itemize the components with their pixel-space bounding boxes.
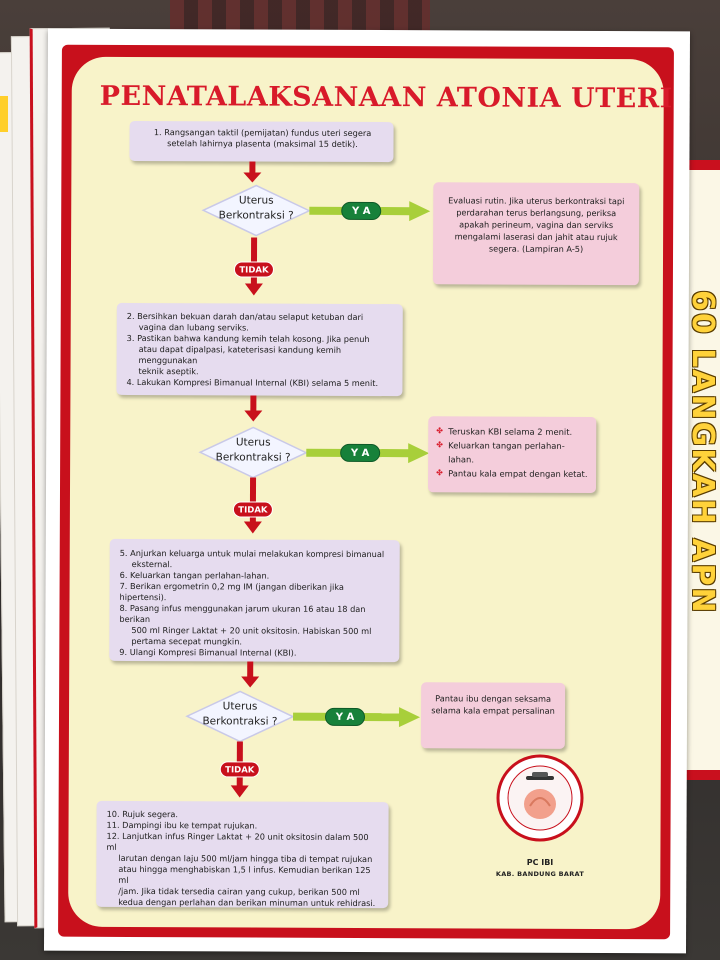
step-12-line-c: atau hingga menghabiskan 1,5 l infus. Ke… xyxy=(118,863,371,885)
steps-2-4-box: 2. Bersihkan bekuan darah dan/atau selap… xyxy=(116,302,403,397)
ibi-logo xyxy=(496,754,584,842)
atonia-poster: PENATALAKSANAAN ATONIA UTERI 1. Rangsang… xyxy=(43,28,691,954)
yes-badge-1: Y A xyxy=(341,201,382,221)
decision-3-line2: Berkontraksi ? xyxy=(202,715,278,728)
yes-result-2-item-2: Keluarkan tangan perlahan-lahan. xyxy=(436,438,588,467)
poster-red-frame: PENATALAKSANAAN ATONIA UTERI 1. Rangsang… xyxy=(58,44,674,940)
step-4-line: 4. Lakukan Kompresi Bimanual Internal (K… xyxy=(126,376,379,389)
step-7-line: 7. Berikan ergometrin 0,2 mg IM (jangan … xyxy=(119,580,344,603)
steps-5-9-box: 5. Anjurkan keluarga untuk mulai melakuk… xyxy=(109,538,400,663)
step-12-line-e: kedua dengan perlahan dan berikan minuma… xyxy=(118,896,376,909)
background-fabric xyxy=(170,0,430,34)
yes-badge-3: Y A xyxy=(324,707,366,726)
yes-result-3-text: Pantau ibu dengan seksama selama kala em… xyxy=(431,693,555,716)
yes-result-2-item-1: Teruskan KBI selama 2 menit. xyxy=(436,424,588,439)
decision-diamond-2: Uterus Berkontraksi ? xyxy=(198,425,308,479)
yes-result-1-text: Evaluasi rutin. Jika uterus berkontraksi… xyxy=(448,195,625,254)
step-8-line-a: 8. Pasang infus menggunakan jarum ukuran… xyxy=(119,602,366,625)
yes-result-box-1: Evaluasi rutin. Jika uterus berkontraksi… xyxy=(432,182,640,286)
decision-1-line1: Uterus xyxy=(238,194,274,207)
no-badge-3: TIDAK xyxy=(219,761,260,778)
decision-diamond-3: Uterus Berkontraksi ? xyxy=(185,689,295,743)
stacked-poster-title-fragment xyxy=(0,96,8,132)
step-1-box: 1. Rangsangan taktil (pemijatan) fundus … xyxy=(129,120,394,163)
org-subtitle: KAB. BANDUNG BARAT xyxy=(495,870,585,878)
no-badge-1: TIDAK xyxy=(233,261,275,278)
yes-result-2-item-3: Pantau kala empat dengan ketat. xyxy=(436,466,588,481)
arrow-down-5 xyxy=(241,661,260,688)
org-name: PC IBI xyxy=(526,858,554,867)
step-3-line-b: atau dapat dipalpasi, kateterisasi kandu… xyxy=(138,344,342,366)
poster-cream-panel: PENATALAKSANAAN ATONIA UTERI 1. Rangsang… xyxy=(68,56,673,930)
arrow-down-3 xyxy=(244,395,263,422)
yes-result-box-3: Pantau ibu dengan seksama selama kala em… xyxy=(420,682,566,749)
no-badge-2: TIDAK xyxy=(232,501,273,518)
arrow-down-1 xyxy=(243,161,262,183)
decision-diamond-1: Uterus Berkontraksi ? xyxy=(201,183,311,237)
decision-2-line1: Uterus xyxy=(235,436,271,449)
decision-2-line2: Berkontraksi ? xyxy=(215,451,291,464)
poster-title: PENATALAKSANAAN ATONIA UTERI xyxy=(99,80,673,115)
step-12-line-a: 12. Lanjutkan infus Ringer Laktat + 20 u… xyxy=(106,830,369,852)
yes-result-box-2: Teruskan KBI selama 2 menit. Keluarkan t… xyxy=(427,416,597,493)
decision-1-line2: Berkontraksi ? xyxy=(218,209,294,222)
step-1-text: 1. Rangsangan taktil (pemijatan) fundus … xyxy=(153,127,372,149)
steps-10-12-box: 10. Rujuk segera. 11. Dampingi ibu ke te… xyxy=(96,800,389,909)
decision-3-line1: Uterus xyxy=(222,700,258,713)
step-9-line: 9. Ulangi Kompresi Bimanual Internal (KB… xyxy=(119,646,297,658)
yes-badge-2: Y A xyxy=(340,443,381,463)
side-poster-title: 60 LANGKAH APN xyxy=(685,290,720,615)
